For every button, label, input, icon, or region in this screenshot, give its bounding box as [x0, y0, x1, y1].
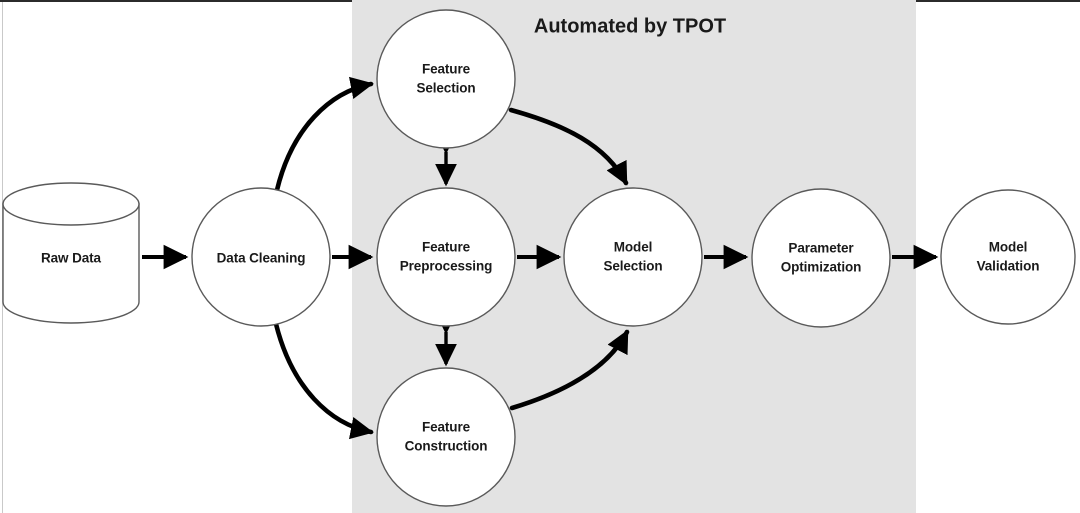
node-label-feature-selection-line1: Feature: [422, 62, 471, 77]
model-validation-circle: [940, 189, 1076, 325]
node-feature-construction[interactable]: Feature Construction: [376, 367, 516, 507]
edge-feature-construction-to-model-selection: [509, 329, 630, 411]
node-data-cleaning[interactable]: Data Cleaning: [191, 187, 331, 327]
node-label-model-validation-line1: Model: [989, 240, 1028, 255]
node-label-model-validation-line2: Validation: [977, 259, 1040, 274]
edge-feature-selection-to-model-selection: [508, 107, 629, 186]
node-label-model-selection-line1: Model: [614, 240, 653, 255]
raw-data-cylinder-body: [2, 203, 140, 324]
node-label-raw-data: Raw Data: [41, 251, 102, 266]
data-cleaning-circle: [191, 187, 331, 327]
edge-data-cleaning-to-feature-construction: [273, 321, 374, 440]
node-label-feature-selection-line2: Selection: [416, 81, 475, 96]
node-label-model-selection-line2: Selection: [603, 259, 662, 274]
node-feature-selection[interactable]: Feature Selection: [376, 9, 516, 149]
node-label-feature-preprocessing-line1: Feature: [422, 240, 471, 255]
feature-selection-circle: [376, 9, 516, 149]
raw-data-cylinder-top: [2, 182, 140, 226]
node-label-parameter-optimization-line2: Optimization: [781, 260, 862, 275]
node-raw-data[interactable]: Raw Data: [2, 182, 140, 324]
feature-construction-circle: [376, 367, 516, 507]
node-model-selection[interactable]: Model Selection: [563, 187, 703, 327]
node-label-feature-construction-line2: Construction: [405, 439, 488, 454]
node-feature-preprocessing[interactable]: Feature Preprocessing: [376, 187, 516, 327]
node-label-data-cleaning: Data Cleaning: [217, 251, 306, 266]
region-title: Automated by TPOT: [534, 15, 726, 37]
feature-preprocessing-circle: [376, 187, 516, 327]
node-parameter-optimization[interactable]: Parameter Optimization: [751, 188, 891, 328]
model-selection-circle: [563, 187, 703, 327]
node-model-validation[interactable]: Model Validation: [940, 189, 1076, 325]
node-label-feature-preprocessing-line2: Preprocessing: [400, 259, 493, 274]
edge-layer: [142, 76, 939, 440]
node-label-parameter-optimization-line1: Parameter: [788, 241, 854, 256]
parameter-optimization-circle: [751, 188, 891, 328]
node-label-feature-construction-line1: Feature: [422, 420, 471, 435]
edge-data-cleaning-to-feature-selection: [274, 76, 374, 193]
